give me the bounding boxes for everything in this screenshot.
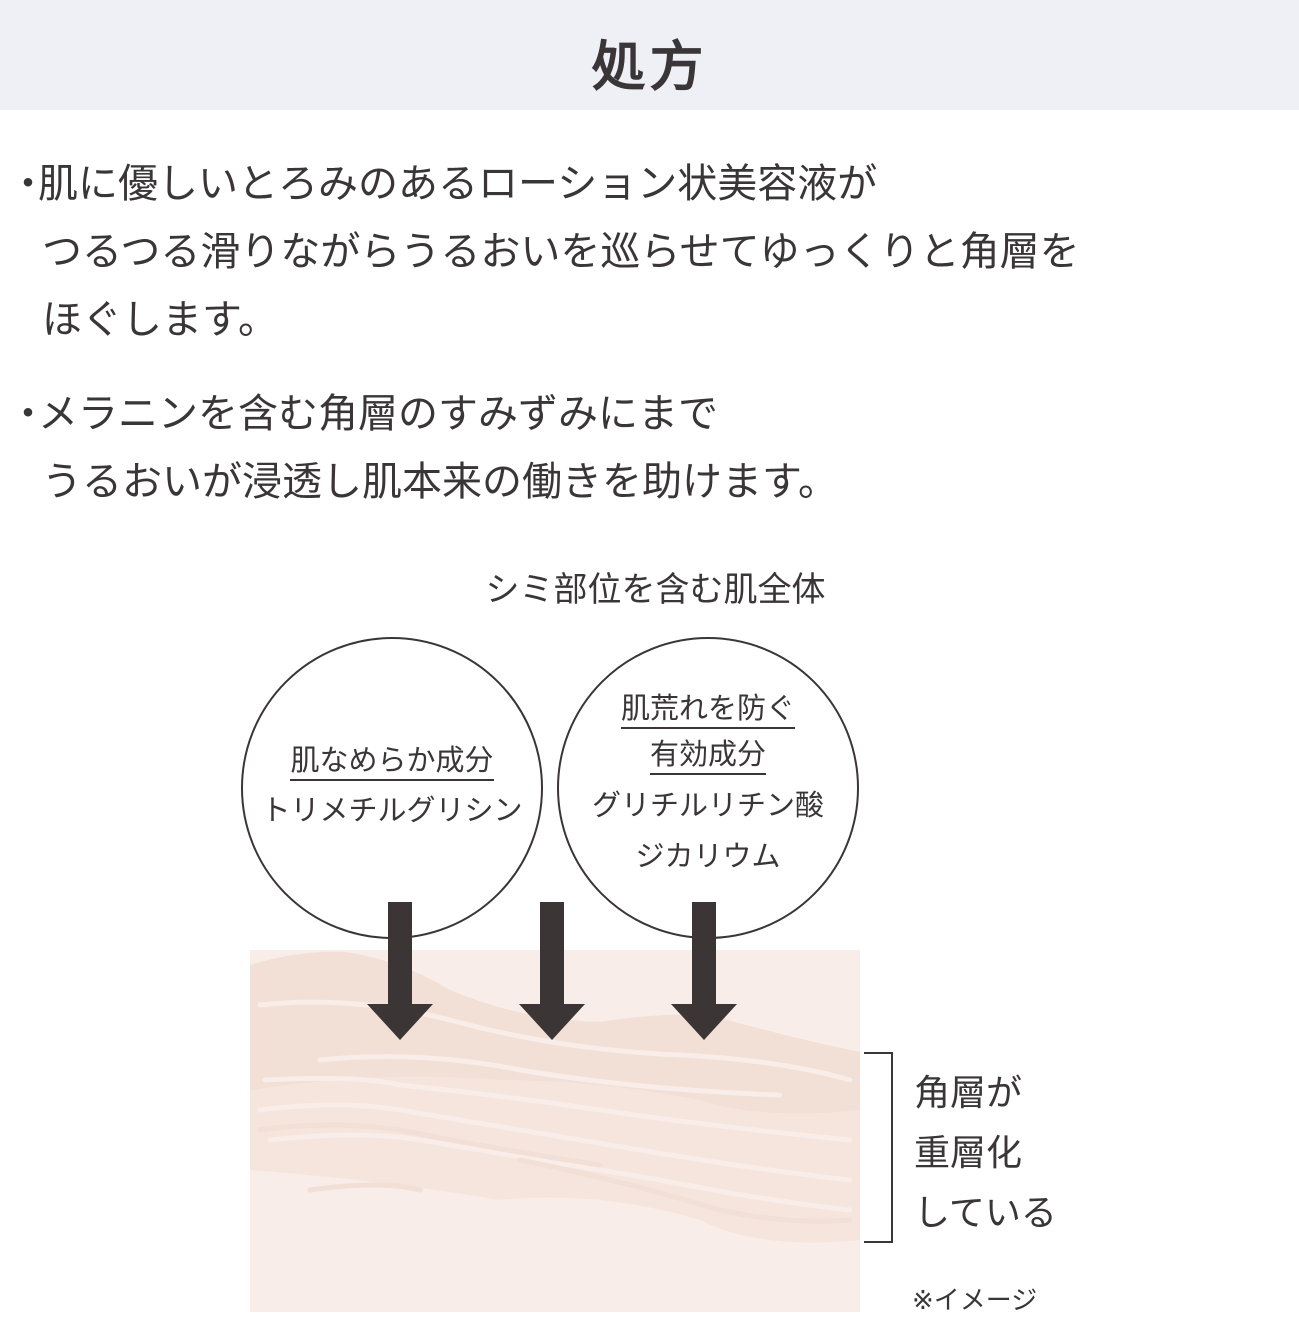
- section-header: 処方: [0, 0, 1299, 110]
- section-title: 処方: [591, 34, 708, 98]
- circle-1-text: 肌なめらか成分 トリメチルグリシン: [242, 735, 542, 835]
- arrows: [367, 902, 737, 1040]
- bullet-item-1: ・ 肌に優しいとろみのあるローション状美容液が つるつる滑りながらうるおいを巡ら…: [8, 150, 1080, 354]
- bullet-item-2: ・ メラニンを含む角層のすみずみにまで うるおいが浸透し肌本来の働きを助けます。: [8, 380, 838, 516]
- ingredient-category: 肌荒れを防ぐ: [620, 689, 795, 729]
- ingredient-name: ジカリウム: [635, 839, 781, 873]
- bullet-line: うるおいが浸透し肌本来の働きを助けます。: [42, 459, 838, 505]
- arrow-down-icon: [671, 902, 737, 1040]
- ingredient-category: 肌なめらか成分: [290, 741, 494, 781]
- bullet-line: 肌に優しいとろみのあるローション状美容液が: [38, 161, 878, 207]
- diagram-title: シミ部位を含む肌全体: [485, 570, 826, 610]
- ingredient-name: トリメチルグリシン: [261, 793, 523, 827]
- bullet-marker: ・: [8, 161, 48, 207]
- arrow-down-icon: [367, 902, 433, 1040]
- circle-2-text: 肌荒れを防ぐ 有効成分 グリチルリチン酸 ジカリウム: [558, 685, 858, 879]
- bullet-marker: ・: [8, 391, 48, 437]
- skin-striations: [257, 999, 853, 1213]
- bullet-line: つるつる滑りながらうるおいを巡らせてゆっくりと角層を: [42, 229, 1080, 275]
- layer-bracket: [864, 1052, 893, 1243]
- bullet-line: ほぐします。: [42, 297, 278, 343]
- layer-label: 角層が 重層化 している: [914, 1064, 1057, 1244]
- ingredient-name: グリチルリチン酸: [591, 788, 824, 822]
- bullet-line: メラニンを含む角層のすみずみにまで: [38, 391, 718, 437]
- arrow-down-icon: [519, 902, 585, 1040]
- image-note: ※イメージ: [912, 1286, 1038, 1316]
- ingredient-category: 有効成分: [649, 735, 766, 775]
- layer-label-line: 重層化: [914, 1133, 1023, 1174]
- layer-label-line: している: [914, 1193, 1057, 1234]
- layer-label-line: 角層が: [914, 1073, 1023, 1114]
